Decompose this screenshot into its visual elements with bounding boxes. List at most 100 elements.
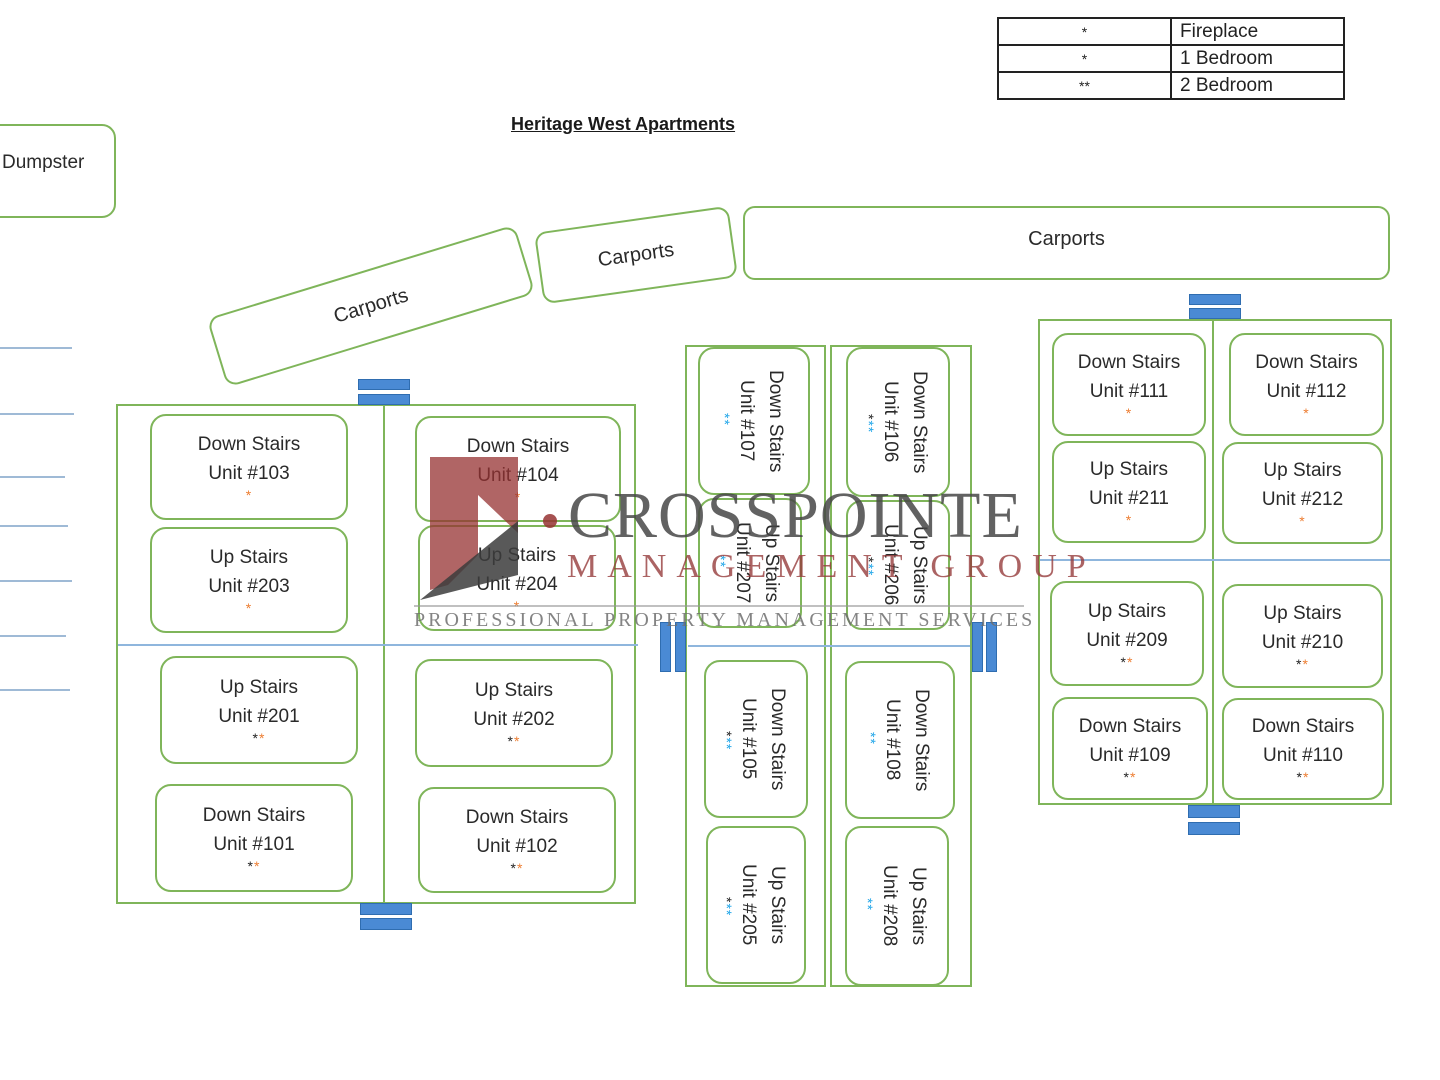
unit-level: Down Stairs [909, 370, 930, 474]
floor-divider [1040, 559, 1390, 561]
carport-east: Carports [743, 206, 1390, 280]
unit-level: Down Stairs [202, 805, 306, 826]
unit-level: Up Stairs [761, 523, 782, 603]
one-bedroom-icon: * [259, 730, 266, 746]
unit-211[interactable]: Up Stairs Unit #211 * [1052, 441, 1206, 543]
legend-label: 2 Bedroom [1170, 71, 1345, 100]
parking-line [0, 635, 66, 637]
fireplace-icon: * [1296, 769, 1303, 785]
unit-110[interactable]: Down Stairs Unit #110 ** [1222, 698, 1384, 800]
unit-number: Unit #210 [1261, 632, 1344, 653]
stairs-icon [1189, 308, 1241, 319]
one-bedroom-icon: * [513, 598, 521, 614]
one-bedroom-icon: * [245, 487, 253, 503]
fireplace-icon: * [719, 897, 735, 904]
parking-line [0, 580, 72, 582]
unit-level: Down Stairs [465, 807, 569, 828]
unit-102[interactable]: Down Stairs Unit #102 ** [418, 787, 616, 893]
legend-label: 1 Bedroom [1170, 44, 1345, 73]
unit-number: Unit #207 [732, 522, 753, 604]
fireplace-symbol: * [997, 17, 1172, 46]
unit-number: Unit #104 [477, 465, 559, 486]
one-bedroom-icon: * [1125, 512, 1133, 528]
parking-line [0, 525, 68, 527]
unit-112[interactable]: Down Stairs Unit #112 * [1229, 333, 1384, 436]
unit-206[interactable]: Up Stairs Unit #206 *** [846, 500, 950, 630]
parking-line [0, 347, 72, 349]
unit-level: Up Stairs [1089, 459, 1169, 480]
two-bedroom-icon: ** [719, 737, 735, 751]
legend-label: Fireplace [1170, 17, 1345, 46]
unit-106[interactable]: Down Stairs Unit #106 *** [846, 347, 950, 497]
unit-level: Down Stairs [767, 687, 788, 791]
unit-210[interactable]: Up Stairs Unit #210 ** [1222, 584, 1383, 688]
unit-212[interactable]: Up Stairs Unit #212 * [1222, 442, 1383, 544]
carport-center: Carports [533, 205, 739, 305]
unit-109[interactable]: Down Stairs Unit #109 ** [1052, 697, 1208, 800]
floor-divider [118, 644, 638, 646]
unit-level: Up Stairs [909, 525, 930, 605]
stairs-icon [1188, 805, 1240, 818]
unit-104[interactable]: Down Stairs Unit #104 * [415, 416, 621, 522]
stairs-icon [358, 379, 410, 390]
fireplace-icon: * [252, 730, 259, 746]
unit-209[interactable]: Up Stairs Unit #209 ** [1050, 581, 1204, 686]
one-bedroom-icon: * [514, 733, 521, 749]
one-bedroom-icon: * [245, 600, 253, 616]
one-bedroom-icon: * [1302, 656, 1309, 672]
unit-208[interactable]: Up Stairs Unit #208 ** [845, 826, 949, 986]
two-bedroom-icon: ** [860, 898, 876, 911]
unit-number: Unit #212 [1261, 489, 1344, 510]
unit-level: Down Stairs [1255, 351, 1358, 373]
two-bedroom-icon: ** [863, 732, 879, 745]
unit-number: Unit #105 [738, 698, 759, 780]
two-bedroom-icon: ** [717, 413, 733, 426]
unit-number: Unit #209 [1086, 629, 1168, 651]
two-bedroom-icon: ** [861, 420, 877, 434]
parking-line [0, 413, 74, 415]
unit-level: Down Stairs [1077, 351, 1181, 373]
fireplace-icon: * [861, 557, 877, 564]
unit-level: Up Stairs [1263, 460, 1342, 481]
unit-level: Up Stairs [209, 547, 289, 568]
unit-201[interactable]: Up Stairs Unit #201 ** [160, 656, 358, 764]
one-bedroom-icon: * [1303, 404, 1310, 421]
stairs-icon [360, 918, 412, 930]
unit-level: Up Stairs [1263, 603, 1342, 624]
one-bedroom-icon: * [1130, 768, 1137, 785]
fireplace-icon: * [247, 858, 254, 874]
unit-103[interactable]: Down Stairs Unit #103 * [150, 414, 348, 520]
unit-number: Unit #110 [1263, 745, 1343, 766]
unit-203[interactable]: Up Stairs Unit #203 * [150, 527, 348, 633]
fireplace-icon: * [719, 731, 735, 738]
unit-205[interactable]: Up Stairs Unit #205 *** [706, 826, 806, 984]
unit-107[interactable]: Down Stairs Unit #107 ** [698, 347, 810, 495]
unit-number: Unit #102 [476, 836, 558, 857]
unit-108[interactable]: Down Stairs Unit #108 ** [845, 661, 955, 819]
two-bedroom-icon: ** [719, 903, 735, 917]
two-bedroom-symbol: ** [997, 71, 1172, 100]
unit-number: Unit #101 [213, 834, 295, 855]
one-bedroom-icon: * [514, 489, 522, 505]
stairs-icon [1189, 294, 1241, 305]
unit-level: Up Stairs [767, 865, 788, 945]
unit-number: Unit #112 [1266, 380, 1347, 402]
one-bedroom-icon: * [1303, 769, 1310, 785]
fireplace-icon: * [1120, 653, 1127, 670]
unit-number: Unit #201 [218, 706, 300, 727]
unit-207[interactable]: Up Stairs Unit #207 ** [698, 498, 802, 628]
stairs-icon [358, 394, 410, 405]
building-middle-east-wing [830, 345, 972, 987]
stairs-icon [660, 622, 671, 672]
unit-level: Up Stairs [477, 545, 557, 566]
stairs-icon [986, 622, 997, 672]
unit-111[interactable]: Down Stairs Unit #111 * [1052, 333, 1206, 436]
unit-level: Up Stairs [1087, 600, 1167, 622]
unit-101[interactable]: Down Stairs Unit #101 ** [155, 784, 353, 892]
unit-204[interactable]: Up Stairs Unit #204 * [418, 525, 616, 631]
unit-number: Unit #203 [208, 576, 290, 597]
unit-202[interactable]: Up Stairs Unit #202 ** [415, 659, 613, 767]
unit-105[interactable]: Down Stairs Unit #105 *** [704, 660, 808, 818]
building-east [1038, 319, 1392, 805]
building-divider [383, 404, 385, 904]
